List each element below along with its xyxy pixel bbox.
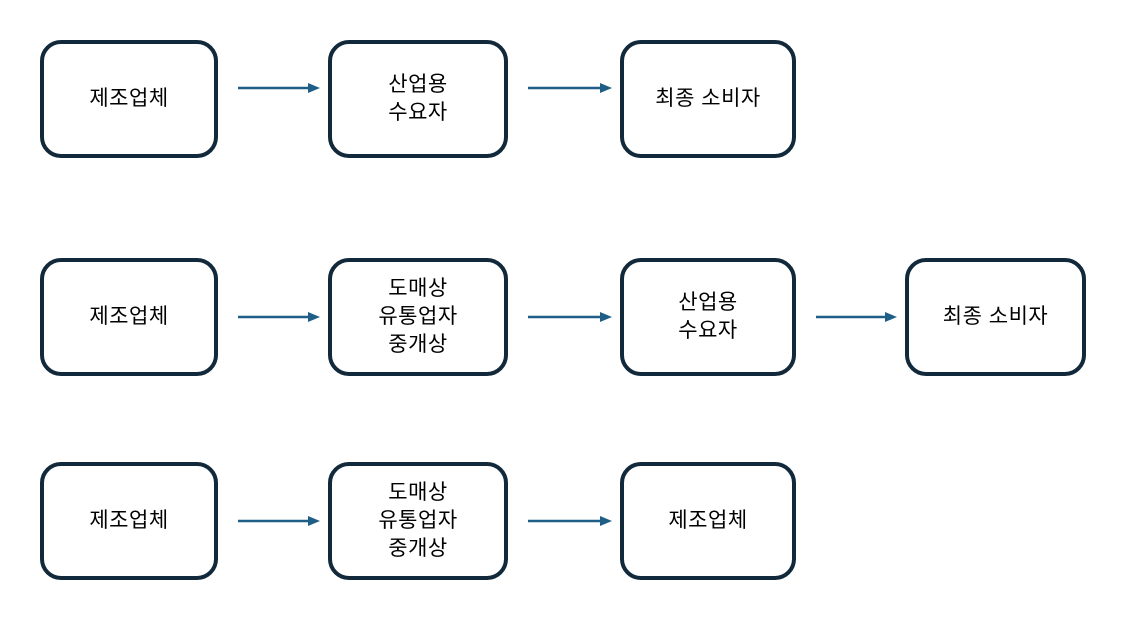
- node-label-line: 중개상: [388, 536, 448, 560]
- node-label-line: 제조업체: [89, 87, 169, 111]
- node-label-line: 최종 소비자: [655, 87, 761, 111]
- node-label-line: 제조업체: [89, 509, 169, 533]
- node-label-line: 수요자: [388, 101, 448, 124]
- node-label-line: 도매상: [388, 481, 448, 505]
- node-label-line: 도매상: [388, 277, 448, 301]
- node-label-line: 최종 소비자: [942, 305, 1049, 329]
- flow-node-r2-c4: 최종 소비자: [905, 258, 1086, 376]
- flow-node-r1-c3: 최종 소비자: [620, 40, 796, 158]
- node-label-line: 유통업자: [378, 305, 458, 329]
- node-label-line: 제조업체: [89, 305, 169, 329]
- flow-node-r3-c1: 제조업체: [40, 462, 218, 580]
- flow-node-r2-c1: 제조업체: [40, 258, 218, 376]
- node-label-line: 산업용: [678, 291, 738, 315]
- node-label-line: 산업용: [388, 73, 448, 97]
- node-label-line: 유통업자: [378, 509, 458, 533]
- flow-node-r3-c3: 제조업체: [620, 462, 796, 580]
- node-label-line: 중개상: [388, 332, 448, 356]
- flow-node-r1-c1: 제조업체: [40, 40, 218, 158]
- node-label-line: 수요자: [678, 319, 738, 342]
- node-label-line: 제조업체: [668, 509, 748, 533]
